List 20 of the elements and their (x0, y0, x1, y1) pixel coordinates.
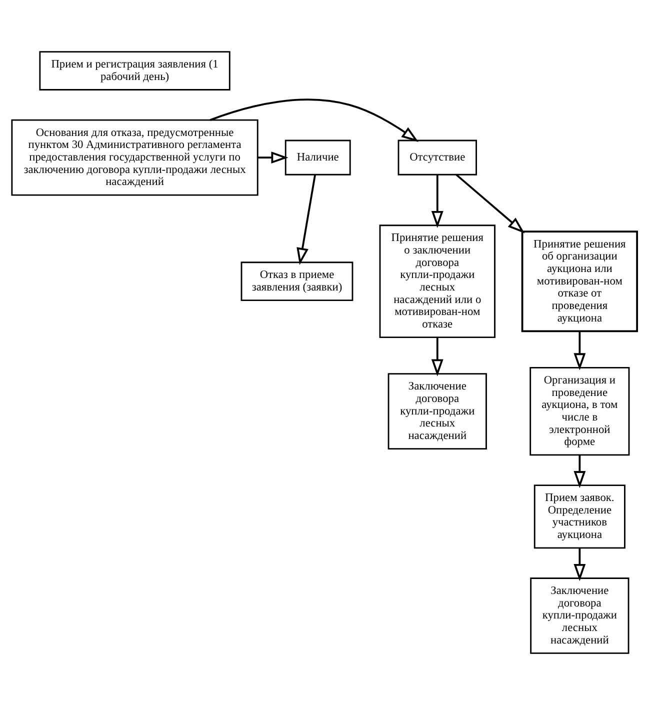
node-box: Прием заявок. Определение участников аукциона (534, 484, 626, 548)
node-box: Прием и регистрация заявления (1 рабочий день) (39, 50, 230, 90)
arrow (431, 336, 444, 376)
node-box: Основания для отказа, предусмотренные пунктом 30 Административного регламента предоставления государственной услуги по заключению договора купли-продажи лесных насаждений (11, 118, 258, 196)
node-box: Организация и проведение аукциона, в том числе в электронной форме (530, 366, 630, 456)
arrow (210, 98, 419, 142)
node-box: Наличие (284, 139, 351, 175)
node-box: Отказ в приеме заявления (заявки) (240, 261, 354, 301)
node-box: Принятие решения о заключении договора купли-продажи лесных насаждений или о мотивирован-ном отказе (379, 224, 496, 338)
arrow (456, 173, 525, 233)
arrow (574, 454, 586, 488)
arrow (296, 174, 316, 264)
node-box: Отсутствие (398, 139, 477, 175)
node-box: Принятие решения об организации аукциона или мотивирован-ном отказе от проведения аукциона (521, 230, 638, 332)
arrow (258, 151, 288, 164)
node-box: Заключение договора купли-продажи лесных насаждений (530, 577, 630, 654)
arrow (574, 548, 586, 581)
node-box: Заключение договора купли-продажи лесных насаждений (388, 372, 487, 449)
arrow (431, 174, 444, 228)
arrow (574, 330, 586, 370)
